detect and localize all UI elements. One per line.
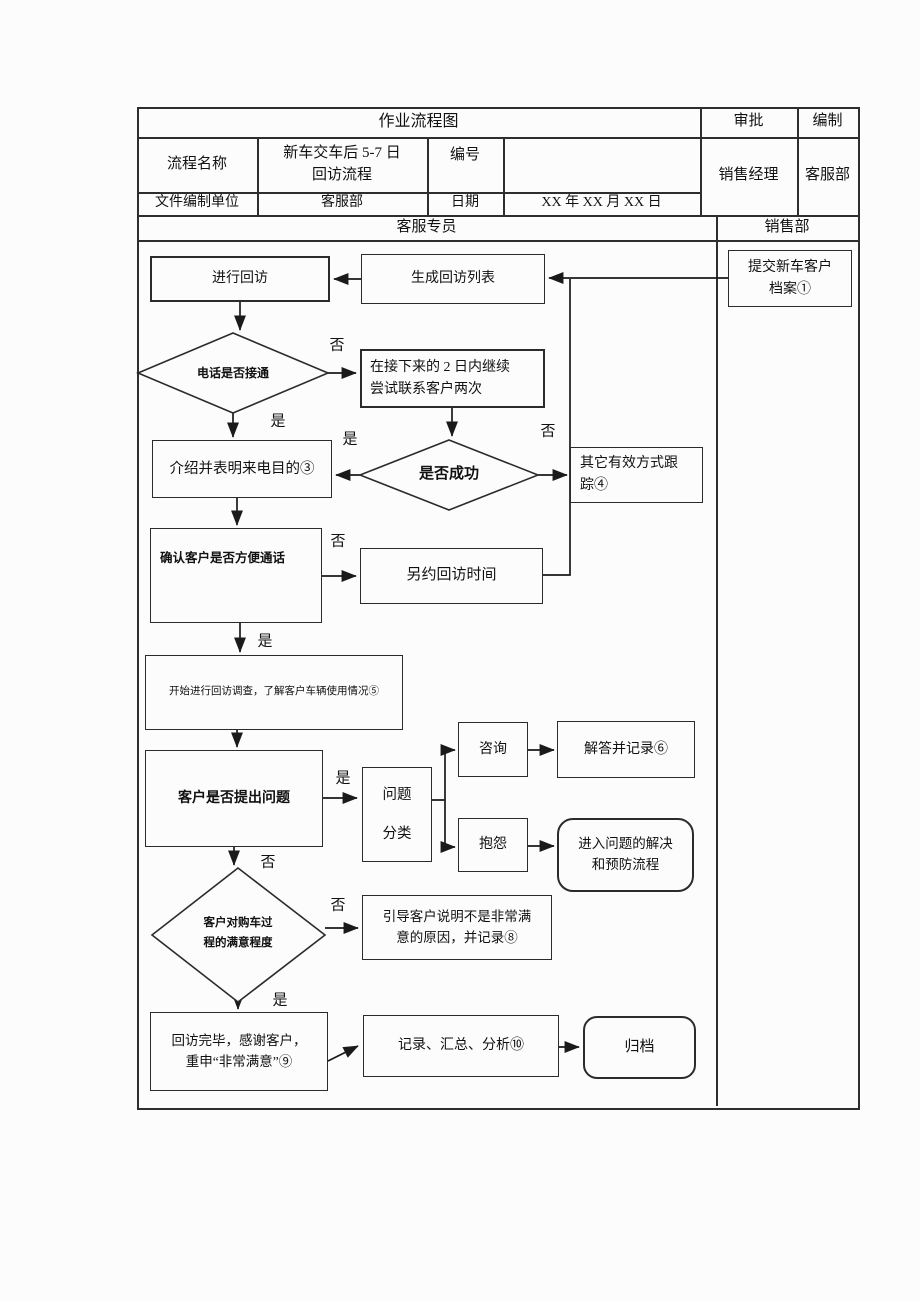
compiler-value: 客服部 xyxy=(804,167,850,184)
table-line xyxy=(137,137,858,139)
table-line xyxy=(797,107,799,215)
branch-classify xyxy=(432,750,446,847)
lane-left-header: 客服专员 xyxy=(396,218,457,235)
approval-label: 审批 xyxy=(733,113,764,130)
date-label: 日期 xyxy=(451,195,479,211)
branch-label-yes-question: 是 xyxy=(335,770,351,787)
branch-label-no-question: 否 xyxy=(260,854,276,871)
decision-success-label: 是否成功 xyxy=(418,466,479,483)
node-other-tracking: 其它有效方式跟 踪④ xyxy=(570,447,703,503)
decision-success-shape xyxy=(357,439,541,511)
node-consult: 咨询 xyxy=(458,722,528,777)
branch-label-yes-convenient: 是 xyxy=(257,633,273,650)
table-line xyxy=(137,240,858,242)
lane-right-header: 销售部 xyxy=(764,218,810,235)
node-submit-archive: 提交新车客户 档案① xyxy=(728,250,852,307)
branch-label-yes-success: 是 xyxy=(342,431,358,448)
node-classify: 问题 分类 xyxy=(362,767,432,862)
decision-phone-connected-label: 电话是否接通 xyxy=(196,365,269,380)
lane-divider xyxy=(716,215,718,1106)
decision-phone-connected-shape xyxy=(135,332,331,414)
node-generate-list: 生成回访列表 xyxy=(361,254,545,304)
branch-label-no-satisfaction: 否 xyxy=(330,897,346,914)
node-raise-question: 客户是否提出问题 xyxy=(145,750,323,847)
table-line xyxy=(137,215,858,217)
node-confirm-convenient: 确认客户是否方便通话 xyxy=(150,528,322,623)
compile-label: 编制 xyxy=(812,113,843,130)
process-name-value: 新车交车后 5-7 日 回访流程 xyxy=(283,144,401,183)
node-problem-solving: 进入问题的解决 和预防流程 xyxy=(557,818,694,892)
process-name-label: 流程名称 xyxy=(166,155,227,172)
doc-title: 作业流程图 xyxy=(378,113,459,131)
node-conduct-visit: 进行回访 xyxy=(150,256,330,302)
node-finish-visit: 回访完毕，感谢客户， 重申“非常满意”⑨ xyxy=(150,1012,328,1091)
node-introduce: 介绍并表明来电目的③ xyxy=(152,440,332,498)
branch-label-yes-satisfaction: 是 xyxy=(272,992,288,1009)
date-value: XX 年 XX 月 XX 日 xyxy=(541,195,662,211)
node-retry-contact: 在接下来的 2 日内继续 尝试联系客户两次 xyxy=(360,349,545,408)
unit-value: 客服部 xyxy=(321,195,363,211)
table-line xyxy=(137,192,702,194)
table-border xyxy=(137,107,860,1110)
branch-label-yes-phone: 是 xyxy=(270,413,286,430)
arrow-finish-to-record xyxy=(327,1045,359,1062)
table-line xyxy=(257,137,259,215)
node-guide-explain: 引导客户说明不是非常满 意的原因，并记录⑧ xyxy=(362,895,552,960)
branch-label-no-success: 否 xyxy=(540,423,556,440)
branch-label-no-phone: 否 xyxy=(329,337,345,354)
number-label: 编号 xyxy=(449,147,480,163)
branch-label-no-convenient: 否 xyxy=(330,533,346,550)
node-archive: 归档 xyxy=(583,1016,696,1079)
node-start-survey: 开始进行回访调查，了解客户车辆使用情况⑤ xyxy=(145,655,403,730)
unit-label: 文件编制单位 xyxy=(155,195,239,211)
node-complaint: 抱怨 xyxy=(458,818,528,872)
node-reschedule: 另约回访时间 xyxy=(360,548,543,604)
classify-line-1: 问题 xyxy=(382,787,412,803)
decision-satisfaction-label: 客户对购车过 程的满意程度 xyxy=(203,917,273,949)
node-record-summary: 记录、汇总、分析⑩ xyxy=(363,1015,559,1077)
table-line xyxy=(700,107,702,215)
loop-reschedule-to-generate xyxy=(543,279,571,576)
table-line xyxy=(427,137,429,215)
classify-line-2: 分类 xyxy=(382,825,412,842)
node-answer-record: 解答并记录⑥ xyxy=(557,721,695,778)
table-line xyxy=(503,137,505,215)
approver-value: 销售经理 xyxy=(718,167,779,184)
decision-satisfaction-shape xyxy=(150,866,327,1004)
